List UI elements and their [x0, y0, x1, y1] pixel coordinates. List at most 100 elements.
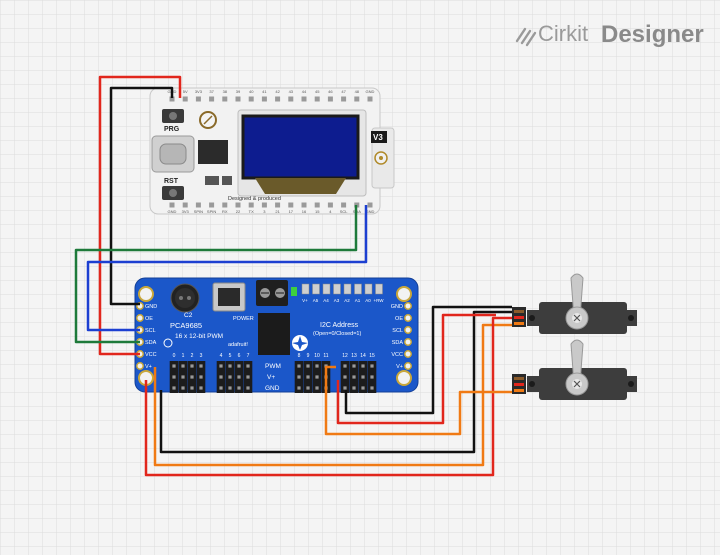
- header-pin[interactable]: [199, 386, 203, 390]
- header-pin[interactable]: [190, 364, 194, 368]
- header-pin[interactable]: [246, 364, 250, 368]
- header-pin[interactable]: [228, 364, 232, 368]
- rst-button[interactable]: [162, 186, 184, 200]
- header-pin[interactable]: [172, 386, 176, 390]
- header-pin[interactable]: [190, 386, 194, 390]
- header-pin[interactable]: [370, 375, 374, 379]
- header-pin[interactable]: [297, 375, 301, 379]
- header-pin[interactable]: [169, 202, 175, 208]
- wire-gnd-black[interactable]: [109, 86, 174, 306]
- header-pin[interactable]: [136, 362, 144, 370]
- header-pin[interactable]: [301, 202, 307, 208]
- header-pin[interactable]: [190, 375, 194, 379]
- servo-motor-1[interactable]: [512, 273, 637, 334]
- servo-motor-2[interactable]: [512, 339, 637, 400]
- address-jumper-pad[interactable]: [333, 283, 341, 295]
- header-pin[interactable]: [182, 202, 188, 208]
- header-pin[interactable]: [404, 362, 412, 370]
- header-pin[interactable]: [361, 375, 365, 379]
- header-pin[interactable]: [222, 202, 228, 208]
- power-terminal-block[interactable]: [256, 280, 288, 306]
- header-pin[interactable]: [354, 96, 360, 102]
- header-pin[interactable]: [169, 96, 175, 102]
- header-pin[interactable]: [288, 202, 294, 208]
- header-pin[interactable]: [367, 202, 373, 208]
- header-pin[interactable]: [367, 96, 373, 102]
- address-jumper-pad[interactable]: [322, 283, 331, 295]
- header-pin[interactable]: [248, 202, 254, 208]
- header-pin[interactable]: [228, 375, 232, 379]
- header-pin[interactable]: [136, 314, 144, 322]
- header-pin[interactable]: [404, 302, 412, 310]
- header-pin[interactable]: [237, 386, 241, 390]
- header-pin[interactable]: [288, 96, 294, 102]
- header-pin[interactable]: [237, 375, 241, 379]
- header-pin[interactable]: [237, 364, 241, 368]
- wire-servo2-signal-orange[interactable]: [324, 365, 512, 436]
- address-jumper-pad[interactable]: [343, 283, 352, 295]
- header-pin[interactable]: [209, 202, 215, 208]
- header-pin[interactable]: [315, 386, 319, 390]
- header-pin[interactable]: [235, 202, 241, 208]
- header-pin[interactable]: [235, 96, 241, 102]
- header-pin[interactable]: [275, 202, 281, 208]
- header-pin[interactable]: [182, 96, 188, 102]
- header-pin[interactable]: [195, 202, 201, 208]
- header-pin[interactable]: [315, 364, 319, 368]
- header-pin[interactable]: [222, 96, 228, 102]
- header-pin[interactable]: [327, 202, 333, 208]
- header-pin[interactable]: [343, 364, 347, 368]
- address-jumper-pad[interactable]: [375, 283, 383, 295]
- header-pin[interactable]: [361, 364, 365, 368]
- header-pin[interactable]: [219, 364, 223, 368]
- header-pin[interactable]: [343, 386, 347, 390]
- header-pin[interactable]: [306, 375, 310, 379]
- header-pin[interactable]: [315, 375, 319, 379]
- address-jumper-pad[interactable]: [364, 283, 373, 295]
- address-jumper-pad[interactable]: [354, 283, 362, 295]
- header-pin[interactable]: [352, 386, 356, 390]
- header-pin[interactable]: [275, 96, 281, 102]
- header-pin[interactable]: [181, 375, 185, 379]
- header-pin[interactable]: [306, 364, 310, 368]
- header-pin[interactable]: [248, 96, 254, 102]
- header-pin[interactable]: [172, 364, 176, 368]
- wire-servo2-power-red[interactable]: [336, 313, 496, 425]
- wire-servo1-gnd-black[interactable]: [159, 310, 512, 454]
- prg-button[interactable]: [162, 109, 184, 123]
- wire-servo2-gnd-black[interactable]: [344, 305, 512, 415]
- wire-servo1-power-red[interactable]: [144, 316, 512, 477]
- header-pin[interactable]: [246, 386, 250, 390]
- header-pin[interactable]: [352, 375, 356, 379]
- header-pin[interactable]: [341, 202, 347, 208]
- header-pin[interactable]: [261, 96, 267, 102]
- header-pin[interactable]: [195, 96, 201, 102]
- pca9685-board[interactable]: C2 POWER PCA9685 16 x 12-bit PWM adafrui…: [134, 277, 419, 393]
- header-pin[interactable]: [327, 96, 333, 102]
- header-pin[interactable]: [404, 314, 412, 322]
- header-pin[interactable]: [181, 364, 185, 368]
- header-pin[interactable]: [370, 364, 374, 368]
- header-pin[interactable]: [246, 375, 250, 379]
- address-jumper-pad[interactable]: [301, 283, 310, 295]
- wire-scl-green[interactable]: [74, 205, 358, 344]
- header-pin[interactable]: [297, 386, 301, 390]
- header-pin[interactable]: [404, 326, 412, 334]
- header-pin[interactable]: [352, 364, 356, 368]
- header-pin[interactable]: [199, 364, 203, 368]
- address-jumper-pad[interactable]: [312, 283, 320, 295]
- header-pin[interactable]: [343, 375, 347, 379]
- header-pin[interactable]: [228, 386, 232, 390]
- header-pin[interactable]: [181, 386, 185, 390]
- header-pin[interactable]: [341, 96, 347, 102]
- header-pin[interactable]: [301, 96, 307, 102]
- header-pin[interactable]: [209, 96, 215, 102]
- header-pin[interactable]: [306, 386, 310, 390]
- header-pin[interactable]: [172, 375, 176, 379]
- wire-sda-blue[interactable]: [86, 205, 368, 332]
- header-pin[interactable]: [297, 364, 301, 368]
- header-pin[interactable]: [404, 350, 412, 358]
- header-pin[interactable]: [199, 375, 203, 379]
- header-pin[interactable]: [404, 338, 412, 346]
